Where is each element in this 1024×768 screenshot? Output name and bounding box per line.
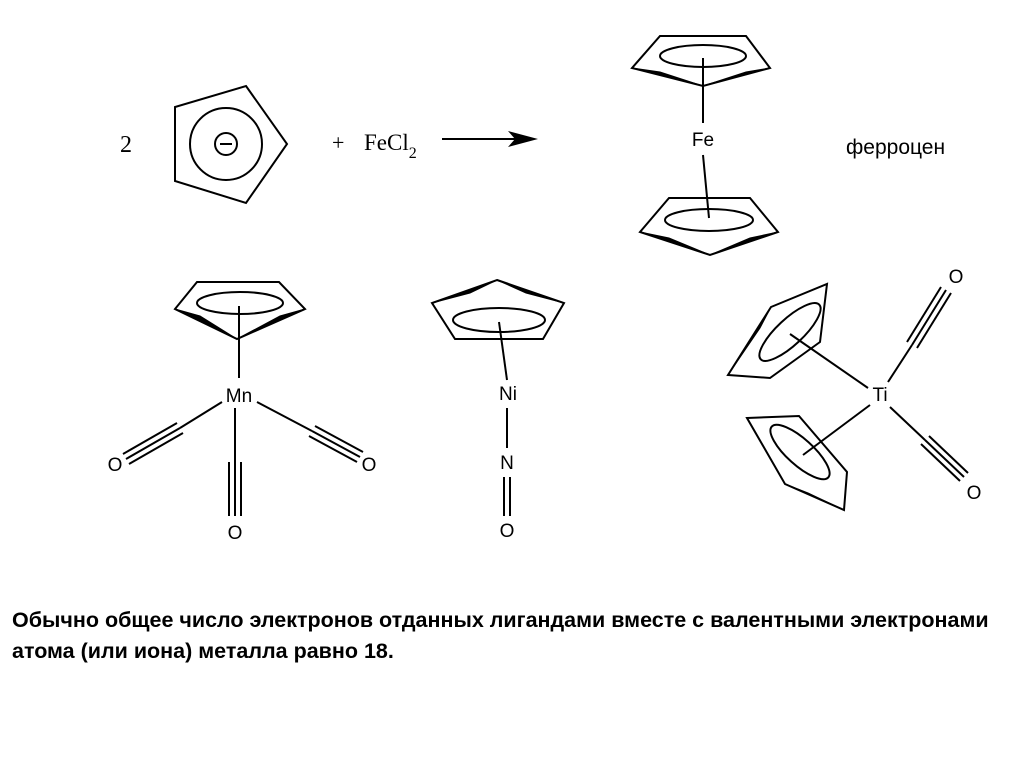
cp-anion-aromatic-circle	[189, 107, 263, 181]
ni-metal: Ni	[499, 384, 517, 405]
mn-co-middle-triple	[228, 462, 242, 516]
ring-wedge	[784, 483, 845, 511]
ferrocene-top-ring	[630, 35, 772, 88]
ring-wedge-left	[431, 279, 498, 304]
reagent-subscript: 2	[409, 145, 417, 162]
ti-co-upper-o: O	[949, 267, 964, 288]
ring-wedge-left	[631, 67, 704, 87]
ring-aromatic-ellipse	[758, 302, 822, 362]
ti-cp-ring-upper	[726, 282, 829, 380]
ferrocene-metal: Fe	[692, 130, 714, 151]
ferrocene-bottom-ring	[638, 197, 780, 257]
ti-bond-co-lower	[889, 406, 926, 441]
fe-bond-bottom	[702, 154, 710, 219]
ring-aromatic-ellipse	[769, 423, 831, 481]
mn-co-left-o: O	[108, 455, 123, 476]
ring-outline	[430, 278, 566, 340]
ring-outline	[745, 414, 849, 512]
mn-metal: Mn	[226, 386, 252, 407]
titanocene-dicarbonyl: Ti O O	[726, 267, 982, 512]
ring-wedge-left	[639, 231, 711, 256]
ring-wedge-right	[702, 67, 771, 87]
ferrocene: Fe	[630, 35, 780, 257]
ti-co-lower-o: O	[967, 483, 982, 504]
ti-bond-upper-cp	[789, 333, 869, 389]
ring-outline	[726, 282, 829, 380]
ring-wedge-right	[496, 279, 565, 304]
mn-bond-left	[179, 401, 223, 429]
ring-wedge-right	[236, 308, 306, 340]
organometallic-diagram: 2 + FeCl2 Fe ферроцен	[108, 35, 982, 544]
cp-anion-ring	[174, 84, 289, 205]
mn-co-left-triple	[122, 422, 184, 465]
coefficient-label: 2	[120, 132, 132, 158]
rule-caption: Обычно общее число электронов отданных л…	[12, 608, 989, 663]
reagent-fecl2: FeCl2	[364, 130, 417, 162]
ti-co-lower-triple	[920, 435, 969, 482]
nitrosyl-o: O	[500, 521, 515, 542]
arrow-head	[508, 131, 538, 147]
ring-aromatic-ellipse	[452, 307, 546, 333]
cp-nickel-nitrosyl: Ni N O	[430, 278, 566, 542]
reagent-main: FeCl	[364, 130, 409, 155]
ring-wedge-right	[709, 231, 779, 256]
ni-cp-ring	[430, 278, 566, 340]
cymantrene-complex: Mn O O O	[108, 281, 377, 544]
ring-outline	[638, 197, 780, 257]
ring-wedge	[727, 306, 772, 376]
ni-cp-bond	[498, 321, 508, 381]
reaction-arrow	[442, 131, 538, 147]
ring-outline	[630, 35, 772, 88]
ti-cp-ring-lower	[745, 414, 849, 512]
ti-bond-co-upper	[887, 344, 913, 383]
plus-sign: +	[332, 130, 344, 155]
mn-bond-right	[256, 401, 313, 432]
mn-co-right-o: O	[362, 455, 377, 476]
cyclopentadienyl-anion	[174, 84, 289, 205]
ring-wedge-left	[174, 308, 238, 340]
product-name: ферроцен	[846, 136, 945, 159]
ti-bond-lower-cp	[802, 404, 871, 456]
ti-metal: Ti	[872, 385, 887, 406]
mn-co-middle-o: O	[228, 523, 243, 544]
mn-co-right-triple	[308, 425, 364, 463]
negative-charge-circle	[214, 132, 238, 156]
nitrosyl-n: N	[500, 453, 514, 474]
ti-co-upper-triple	[906, 286, 952, 349]
n-o-double-bond	[503, 477, 511, 516]
ring-aromatic-ellipse	[664, 208, 754, 232]
